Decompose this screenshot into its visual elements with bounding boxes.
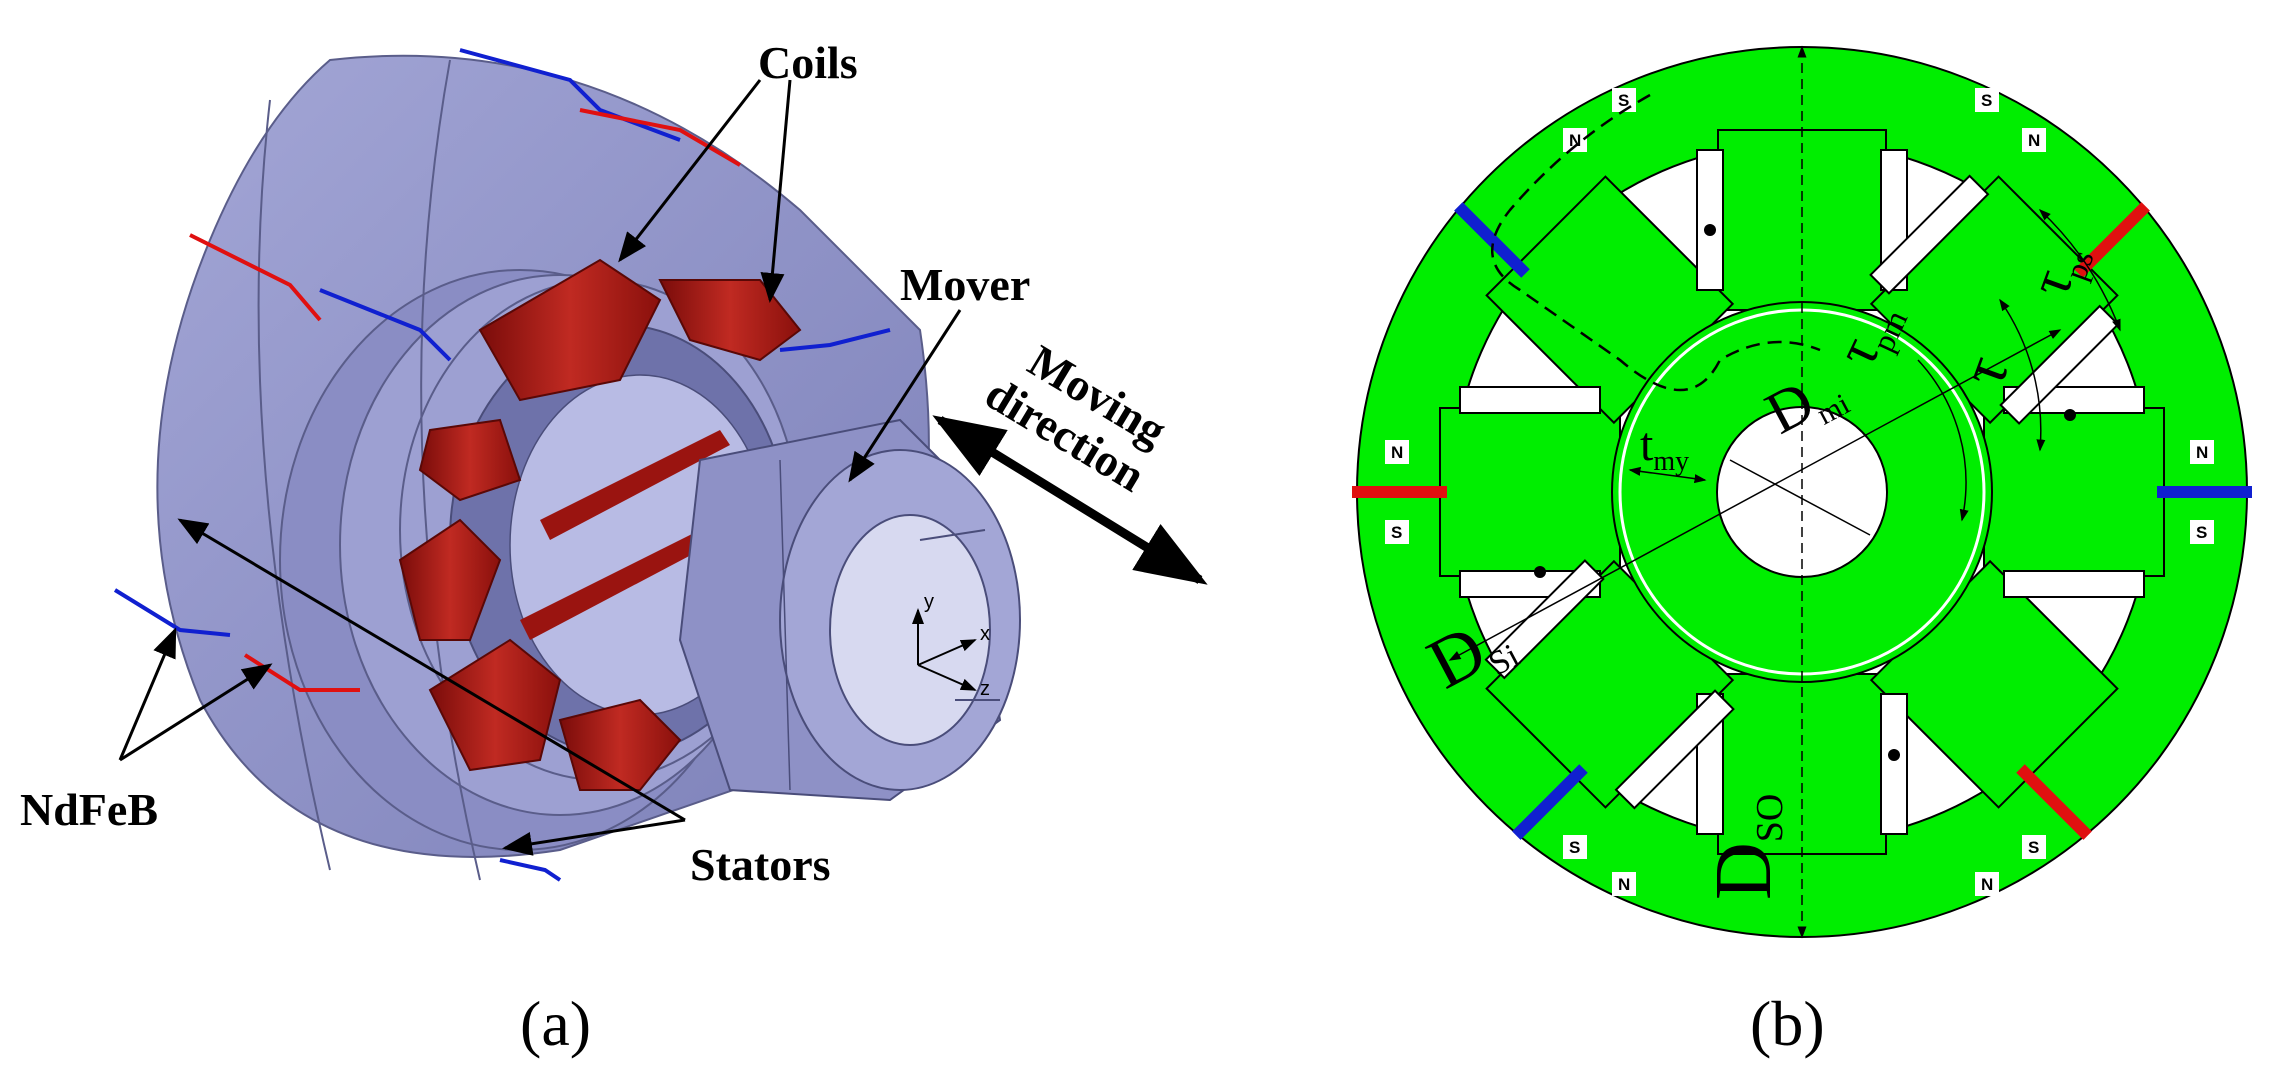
caption-b: (b) bbox=[1750, 988, 1825, 1059]
symbol-t-my: tmy bbox=[1640, 418, 1689, 477]
tag-n-br: N bbox=[1981, 875, 1993, 894]
tag-n-left: N bbox=[1391, 443, 1403, 462]
tag-s-right: S bbox=[2196, 523, 2207, 542]
panel-b-cross-section: N S N S N S S N S N N S bbox=[1352, 45, 2252, 1059]
magnet-tags: N S N S N S S N S N N S bbox=[1385, 88, 2214, 896]
leader-lines bbox=[118, 79, 962, 856]
tag-s-tr: S bbox=[1981, 91, 1992, 110]
tag-s-left: S bbox=[1391, 523, 1402, 542]
dimension-lines bbox=[1448, 45, 2121, 939]
label-stators: Stators bbox=[690, 839, 831, 890]
moving-direction-arrow bbox=[932, 415, 1208, 585]
mover-shaft bbox=[678, 418, 1021, 802]
symbol-d-so: DSO bbox=[1700, 794, 1791, 900]
tag-n-right: N bbox=[2196, 443, 2208, 462]
tag-n-tl: N bbox=[1569, 131, 1581, 150]
tag-n-bl: N bbox=[1618, 875, 1630, 894]
tag-s-tl: S bbox=[1618, 91, 1629, 110]
tag-s-br: S bbox=[2028, 838, 2039, 857]
tag-s-bl: S bbox=[1569, 838, 1580, 857]
label-coils: Coils bbox=[758, 37, 858, 88]
panel-a-3d-model: y x z Coils Mover Moving direction NdFeB… bbox=[20, 37, 1208, 1059]
axis-z-label: z bbox=[980, 678, 990, 700]
coordinate-axes: y x z bbox=[912, 591, 990, 700]
coil-windings bbox=[398, 258, 802, 791]
flux-path bbox=[1490, 93, 1821, 392]
axis-y-label: y bbox=[924, 591, 934, 613]
label-mover: Mover bbox=[900, 259, 1030, 310]
label-ndfeb: NdFeB bbox=[20, 784, 158, 835]
axis-x-label: x bbox=[980, 623, 990, 645]
caption-a: (a) bbox=[520, 988, 591, 1059]
tag-n-tr: N bbox=[2028, 131, 2040, 150]
